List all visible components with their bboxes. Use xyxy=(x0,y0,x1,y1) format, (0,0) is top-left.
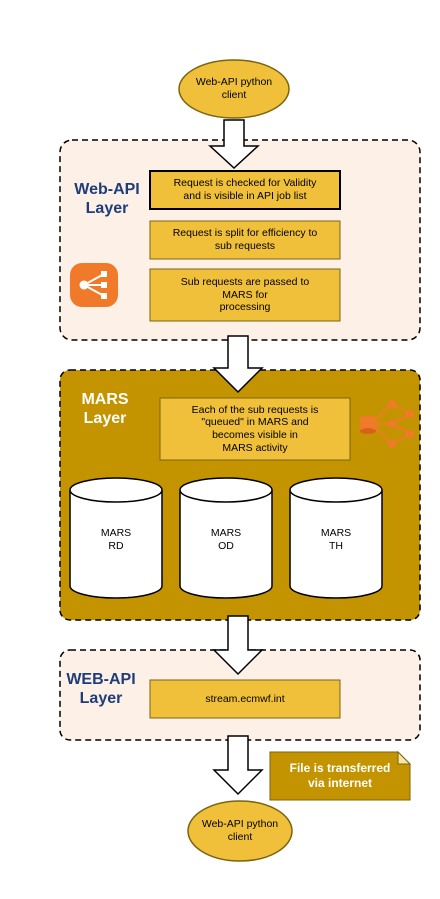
client-top-ellipse xyxy=(178,59,290,119)
transfer-note-text: File is transferred via internet xyxy=(289,761,391,790)
step-box-1 xyxy=(149,170,341,210)
arrow-down-3 xyxy=(212,615,264,676)
client-top-label: Web-API python client xyxy=(195,76,273,101)
step-1-label: Request is checked for Validity and is v… xyxy=(173,177,317,202)
arrow-down-2 xyxy=(212,335,264,394)
client-bottom-ellipse xyxy=(187,800,293,862)
step-box-2 xyxy=(149,220,341,260)
database-cylinder-od xyxy=(179,477,273,599)
mars-step-label: Each of the sub requests is "queued" in … xyxy=(191,403,319,454)
client-bottom-label: Web-API python client xyxy=(201,818,279,843)
web-api-layer-2-title: WEB-API Layer xyxy=(66,671,136,708)
workflow-icon xyxy=(70,263,118,307)
database-cluster-icon xyxy=(360,400,414,448)
database-cylinder-th xyxy=(289,477,383,599)
step-2-label: Request is split for efficiency to sub r… xyxy=(172,227,318,252)
database-th-label: MARS TH xyxy=(320,527,352,552)
mars-step-box xyxy=(159,397,351,461)
database-rd-label: MARS RD xyxy=(100,527,132,552)
database-cylinder-rd xyxy=(69,477,163,599)
stream-label: stream.ecmwf.int xyxy=(205,692,285,705)
arrow-down-4 xyxy=(212,735,264,796)
database-od-label: MARS OD xyxy=(210,527,242,552)
transfer-note xyxy=(269,750,412,801)
step-box-3 xyxy=(149,268,341,322)
stream-step-box xyxy=(149,679,341,719)
step-3-label: Sub requests are passed to MARS for proc… xyxy=(180,276,310,314)
web-api-layer-title: Web-API Layer xyxy=(74,181,140,218)
mars-layer-title: MARS Layer xyxy=(81,391,129,428)
arrow-down-1 xyxy=(208,119,260,170)
